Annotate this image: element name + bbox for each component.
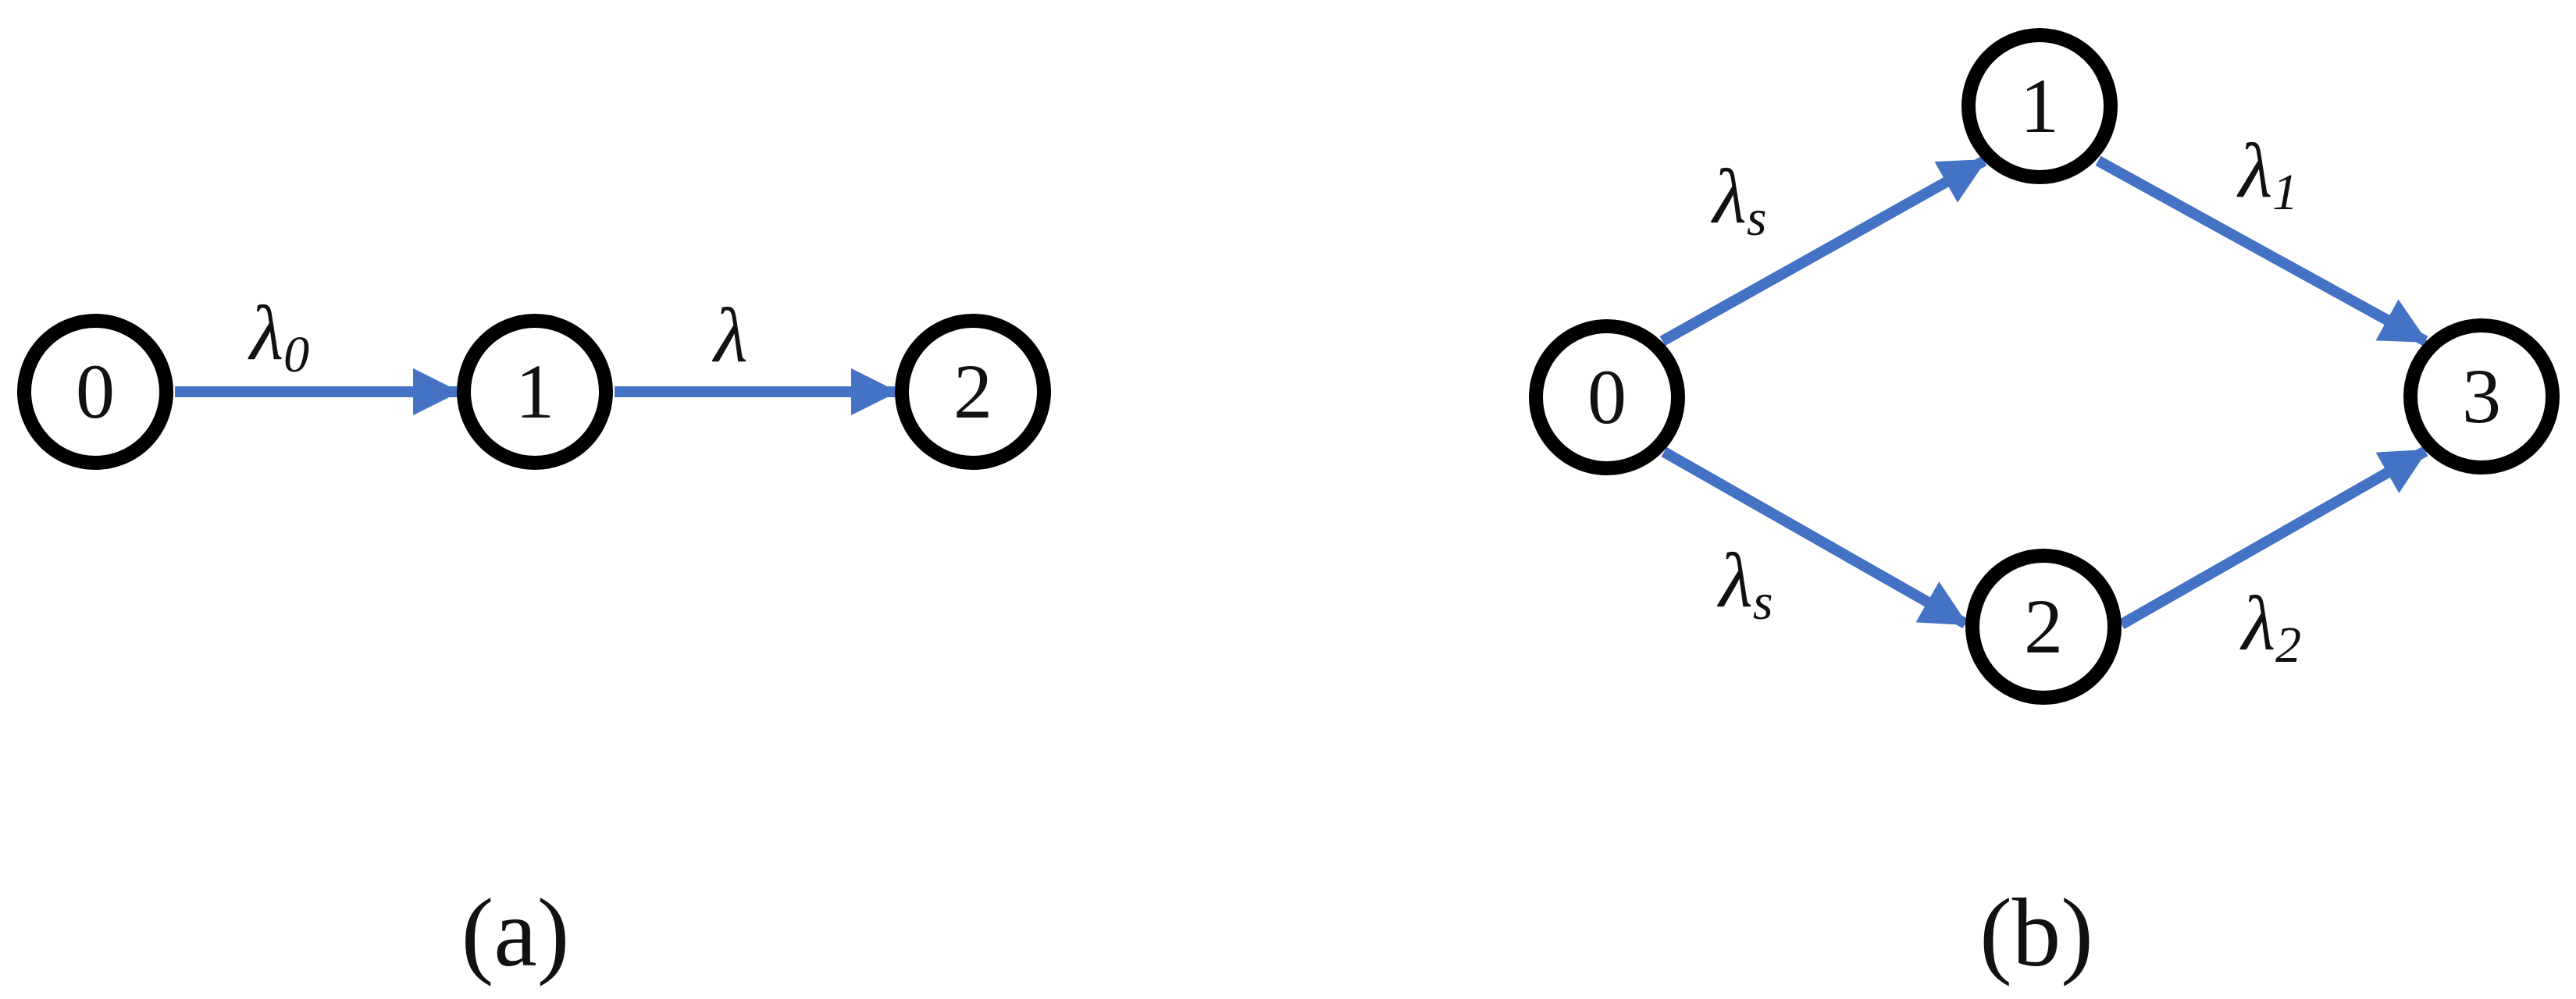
state-node-b0: 0 xyxy=(1529,319,1685,475)
transition-arrow-0-1 xyxy=(1659,155,1987,347)
state-node-b1: 1 xyxy=(1961,28,2118,184)
rate-label-lambda0: λ0 xyxy=(248,290,309,383)
state-number: 1 xyxy=(2020,62,2059,149)
state-node-a0: 0 xyxy=(17,314,173,470)
rate-label-lambda-s-upper: λs xyxy=(1711,153,1767,247)
rate-label-lambda2: λ2 xyxy=(2239,580,2301,674)
edge-a-0-1: λ0 xyxy=(175,290,461,416)
caption-a: (a) xyxy=(461,880,570,987)
edge-a-1-2: λ xyxy=(615,292,899,416)
transition-arrow-0-2 xyxy=(1661,446,1969,629)
edge-b-2-3: λ2 xyxy=(2118,446,2428,674)
state-circle xyxy=(17,314,173,470)
rate-label-lambda: λ xyxy=(711,292,747,379)
state-node-a2: 2 xyxy=(895,314,1051,470)
state-number: 0 xyxy=(76,348,115,435)
state-circle xyxy=(457,314,613,470)
transition-arrow-2-3 xyxy=(2118,446,2428,630)
state-number: 1 xyxy=(515,348,554,435)
rate-label-lambda1: λ1 xyxy=(2236,127,2298,221)
transition-arrow-1-3 xyxy=(2095,155,2428,347)
state-circle xyxy=(1961,28,2118,184)
state-number: 2 xyxy=(953,348,992,435)
state-number: 3 xyxy=(2462,353,2501,439)
state-number: 0 xyxy=(1587,354,1626,440)
state-circle xyxy=(1529,319,1685,475)
edge-b-0-2: λs xyxy=(1661,446,1969,631)
caption-b: (b) xyxy=(1979,880,2093,987)
state-number: 2 xyxy=(2024,583,2063,670)
rate-label-lambda-s-lower: λs xyxy=(1717,537,1773,631)
state-node-b3: 3 xyxy=(2403,318,2560,475)
diagram-a: λ0 λ 0 1 2 (a) xyxy=(17,290,1051,987)
state-circle xyxy=(895,314,1051,470)
state-circle xyxy=(1965,549,2122,705)
state-circle xyxy=(2403,318,2560,475)
diagram-b: λs λs λ1 λ2 0 1 xyxy=(1529,28,2560,987)
edge-b-0-1: λs xyxy=(1659,153,1987,347)
state-node-b2: 2 xyxy=(1965,549,2122,705)
state-node-a1: 1 xyxy=(457,314,613,470)
edge-b-1-3: λ1 xyxy=(2095,127,2428,347)
